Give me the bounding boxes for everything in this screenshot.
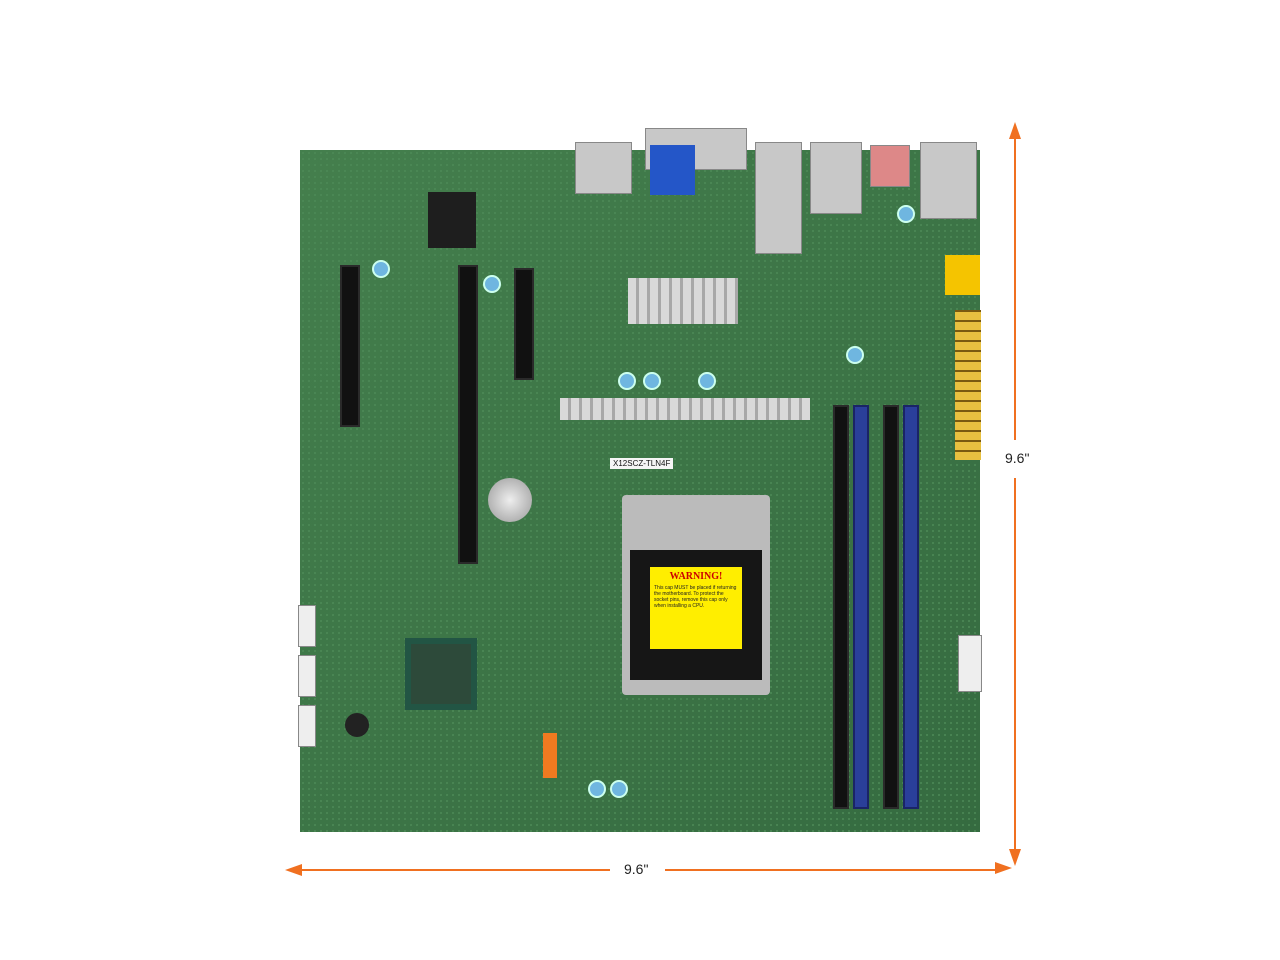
warning-sticker: WARNING! This cap MUST be placed if retu… [650,567,742,649]
pcie-slot-2 [458,265,478,564]
pcie-slot-3 [514,268,534,380]
chipset [405,638,477,710]
capacitor [588,780,606,798]
dimm-slot-2 [853,405,869,809]
capacitor [698,372,716,390]
warning-label-yellow [945,255,980,295]
cpu-socket: WARNING! This cap MUST be placed if retu… [622,495,770,695]
warning-text: This cap MUST be placed if returning the… [654,585,737,609]
chipset-heatsink [628,278,738,324]
dimm-slot-4 [903,405,919,809]
usb-port-stack [575,142,632,194]
pcie-slot-1 [340,265,360,427]
arrowhead-top [1009,122,1021,139]
sata-port-2 [298,655,316,697]
cmos-battery [488,478,532,522]
atx-power-connector [955,310,981,460]
model-label: X12SCZ-TLN4F [610,458,674,469]
sata-dom-port [543,733,557,778]
sata-port-1 [298,605,316,647]
arrowhead-left [285,864,302,876]
height-dimension-label: 9.6" [1002,450,1033,466]
lan-port-2 [810,142,862,214]
capacitor [618,372,636,390]
warning-title: WARNING! [669,571,723,582]
power-connector-4pin [958,635,982,692]
capacitor [372,260,390,278]
capacitor [897,205,915,223]
buzzer [345,713,369,737]
lan-port-1 [755,142,802,254]
dimm-slot-3 [883,405,899,809]
arrowhead-right [995,862,1012,874]
capacitor [643,372,661,390]
capacitor [846,346,864,364]
width-dimension-label: 9.6" [621,861,652,877]
sfp-port [920,142,977,219]
dimm-slot-1 [833,405,849,809]
vrm-heatsink [560,398,810,420]
capacitor [610,780,628,798]
sata-port-3 [298,705,316,747]
capacitor [483,275,501,293]
motherboard-image: X12SCZ-TLN4F WARNING! This cap MUST be p… [298,128,982,832]
usb3-port [870,145,910,187]
bmc-chip [428,192,476,248]
arrowhead-bottom [1009,849,1021,866]
vga-connector [650,145,695,195]
